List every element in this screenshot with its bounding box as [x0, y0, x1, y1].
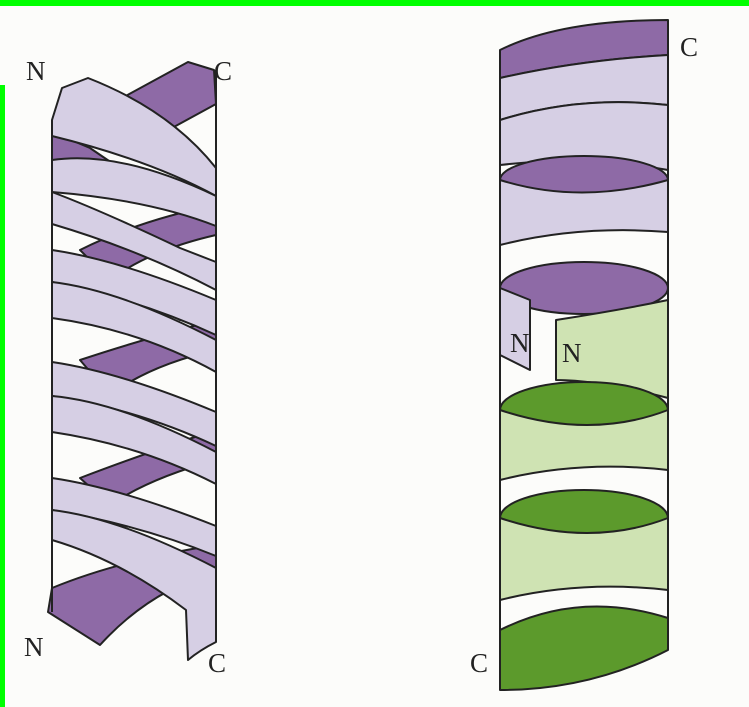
left-label-top-n: N	[26, 56, 46, 86]
left-label-top-c: C	[214, 56, 232, 86]
left-label-bottom-n: N	[24, 632, 44, 662]
left-label-bottom-c: C	[208, 648, 226, 678]
right-label-mid-n-right: N	[562, 338, 582, 368]
right-label-bottom-c: C	[470, 648, 488, 678]
right-label-mid-n-left: N	[510, 328, 530, 358]
right-label-top-c: C	[680, 32, 698, 62]
left-coiled-coil	[48, 62, 216, 660]
